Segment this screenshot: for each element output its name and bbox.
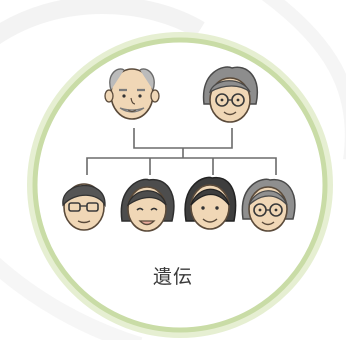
woman-with-glasses-face-icon	[241, 178, 296, 232]
heredity-caption: 遺伝	[152, 266, 193, 288]
woman-face-icon	[184, 176, 237, 230]
elderly-man-face-icon	[104, 68, 160, 120]
outer-ring-glow	[27, 32, 333, 338]
woman-face-icon	[120, 178, 175, 232]
man-with-glasses-face-icon	[62, 183, 106, 231]
family-connector-lines	[86, 128, 277, 175]
elderly-woman-face-icon	[202, 66, 259, 123]
outer-ring	[32, 37, 328, 333]
